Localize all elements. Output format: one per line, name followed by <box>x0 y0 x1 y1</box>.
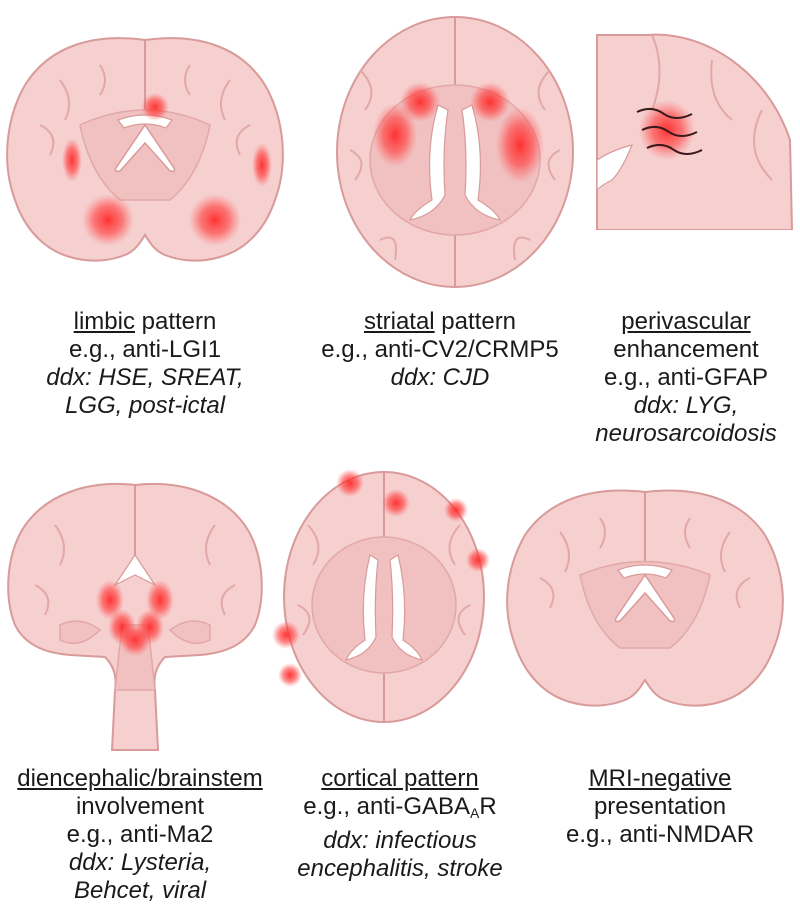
limbic-caption: limbic pattern e.g., anti-LGI1 ddx: HSE,… <box>46 308 244 419</box>
lesion <box>82 194 134 246</box>
lesion <box>470 82 510 122</box>
mri-negative-caption: MRI-negative presentation e.g., anti-NMD… <box>565 765 755 848</box>
lateral-ventricles <box>614 573 676 623</box>
diencephalic-caption: diencephalic/brainstem involvement e.g.,… <box>17 765 263 904</box>
lesion <box>336 469 364 497</box>
lateral-ventricles <box>113 553 157 587</box>
striatal-axial-brain <box>336 16 574 288</box>
lesion <box>444 498 468 522</box>
mri-negative-coronal-brain <box>506 489 784 707</box>
perivascular-caption: perivascular enhancement e.g., anti-GFAP… <box>595 308 777 447</box>
lesion <box>141 93 169 121</box>
vessel <box>641 126 698 137</box>
lesion <box>96 580 124 620</box>
lesion <box>496 107 544 183</box>
limbic-coronal-brain <box>6 37 284 262</box>
striatal-caption: striatal pattern e.g., anti-CV2/CRMP5 dd… <box>321 308 559 391</box>
diencephalic-coronal-brain <box>7 483 263 751</box>
cortical-caption: cortical pattern e.g., anti-GABAAR ddx: … <box>297 765 503 882</box>
lesion <box>382 489 410 517</box>
lesion <box>278 663 302 687</box>
lesion <box>272 621 300 649</box>
lateral-ventricles <box>408 104 502 221</box>
lesion <box>252 143 272 187</box>
lesion <box>189 194 241 246</box>
lesion <box>466 548 490 572</box>
lateral-ventricles <box>114 123 176 173</box>
vessel <box>636 108 693 119</box>
perivascular-coronal-detail <box>596 33 794 230</box>
lesion <box>373 103 417 167</box>
lesion <box>119 624 151 656</box>
lesion <box>62 138 82 182</box>
vessel <box>646 144 703 155</box>
cortical-axial-brain <box>272 469 490 723</box>
lateral-ventricles <box>345 554 423 661</box>
